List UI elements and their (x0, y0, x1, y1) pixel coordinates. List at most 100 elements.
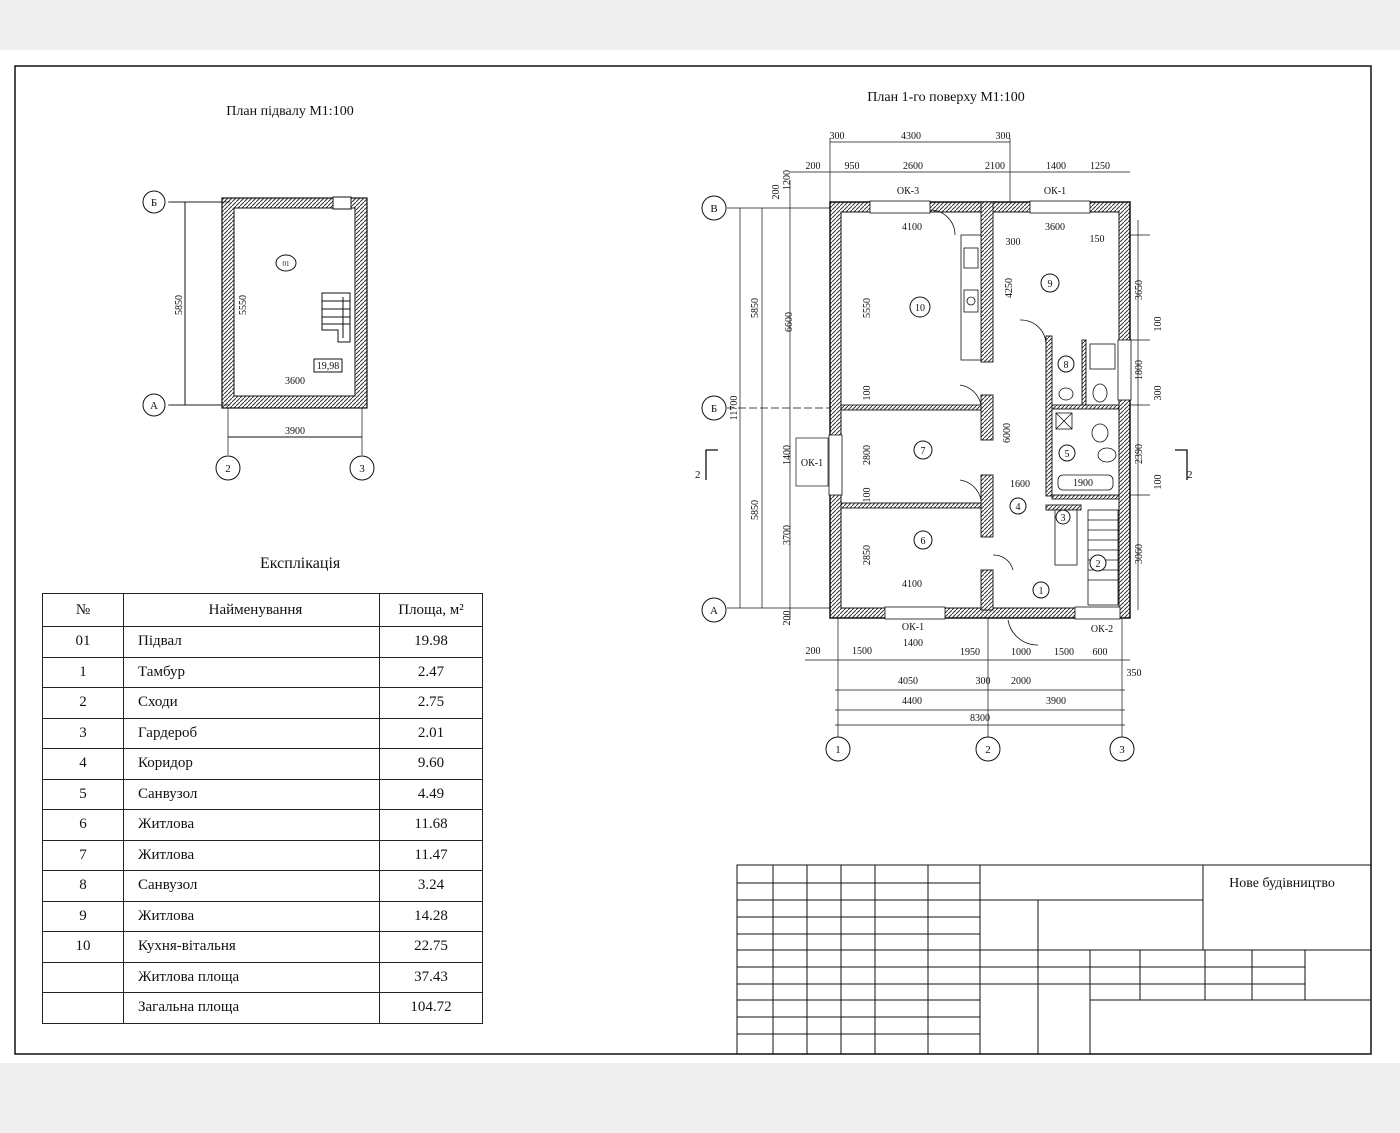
window-ok1-bottom: ОК-1 (902, 622, 924, 633)
dim-bottom2-3: 350 (1127, 668, 1142, 679)
row-area: 11.68 (379, 809, 483, 841)
basement-room-no: 01 (283, 260, 291, 268)
explication-title: Експлікація (260, 555, 341, 572)
row-area: 104.72 (379, 992, 483, 1024)
title-block (736, 864, 1372, 1055)
dim-bottom3-1: 3900 (1046, 696, 1066, 707)
dim-top2-2: 2600 (903, 161, 923, 172)
window-ok1-top: ОК-1 (1044, 186, 1066, 197)
room-no-7: 7 (921, 446, 926, 457)
window-ok2: ОК-2 (1091, 624, 1113, 635)
header-area: Площа, м² (379, 593, 483, 627)
header-number: № (42, 593, 124, 627)
row-name: Загальна площа (123, 992, 380, 1024)
row-area: 3.24 (379, 870, 483, 902)
row-name: Санвузол (123, 778, 380, 810)
room-no-2: 2 (1096, 559, 1101, 570)
dim-bottom1-0: 200 (806, 646, 821, 657)
row-name: Житлова (123, 839, 380, 871)
dim-left-1: 1200 (782, 170, 793, 190)
dim-inner-1: 3600 (1045, 222, 1065, 233)
first-floor-title: План 1-го поверху М1:100 (867, 90, 1024, 105)
first-floor-plan: 1 2 3 4 5 6 7 8 9 10 ОК-3 ОК-1 ОК-1 ОК-1… (695, 131, 1193, 762)
row-area: 2.01 (379, 717, 483, 749)
dim-left-2: 5850 (750, 298, 761, 318)
basement-dim-height-inner: 5550 (238, 295, 249, 315)
dim-inner-14: 1600 (1010, 479, 1030, 490)
dim-left-4: 11700 (729, 396, 740, 421)
dim-bottom2-2: 2000 (1011, 676, 1031, 687)
dim-bottom1-3: 1950 (960, 647, 980, 658)
dim-inner-2: 300 (1006, 237, 1021, 248)
axis-col-2: 2 (985, 744, 991, 756)
dim-left-8: 200 (782, 611, 793, 626)
dim-inner-0: 4100 (902, 222, 922, 233)
row-number: 1 (42, 656, 124, 688)
row-area: 37.43 (379, 961, 483, 993)
dim-inner-4: 5550 (862, 298, 873, 318)
row-name: Підвал (123, 626, 380, 658)
basement-dim-height-outer: 5850 (174, 295, 185, 315)
stamp-project: Нове будівництво (1229, 876, 1335, 891)
row-name: Житлова (123, 900, 380, 932)
row-number: 01 (42, 626, 124, 658)
axis-row-b: Б (711, 403, 717, 415)
row-name: Кухня-вітальня (123, 931, 380, 963)
window-ok1-left: ОК-1 (801, 458, 823, 469)
dim-bottom4-0: 8300 (970, 713, 990, 724)
dim-top2-5: 1250 (1090, 161, 1110, 172)
row-name: Санвузол (123, 870, 380, 902)
row-number: 6 (42, 809, 124, 841)
row-number (42, 961, 124, 993)
axis-row-a: А (710, 605, 718, 617)
dim-inner-12: 4100 (902, 579, 922, 590)
row-area: 19.98 (379, 626, 483, 658)
room-no-10: 10 (915, 303, 925, 314)
drawing-canvas: План підвалу М1:100 01 19,98 5850 5550 3… (14, 65, 1372, 1055)
row-name: Сходи (123, 687, 380, 719)
basement-axis-2: 2 (225, 463, 231, 475)
dim-left-6: 1400 (782, 445, 793, 465)
room-no-1: 1 (1039, 586, 1044, 597)
basement-area: 19,98 (317, 361, 340, 372)
row-area: 22.75 (379, 931, 483, 963)
row-number: 4 (42, 748, 124, 780)
dim-inner-17: 300 (1153, 386, 1164, 401)
axis-row-v: В (710, 203, 717, 215)
row-name: Гардероб (123, 717, 380, 749)
dim-bottom3-0: 4400 (902, 696, 922, 707)
dim-left-0: 200 (771, 185, 782, 200)
row-name: Тамбур (123, 656, 380, 688)
basement-dim-width-outer: 3900 (285, 426, 305, 437)
dim-inner-16: 1800 (1134, 360, 1145, 380)
dim-bottom1-6: 600 (1093, 647, 1108, 658)
basement-dim-width-inner: 3600 (285, 376, 305, 387)
row-area: 9.60 (379, 748, 483, 780)
dim-left-7: 3700 (782, 525, 793, 545)
dim-inner-6: 3650 (1134, 280, 1145, 300)
basement-axis-a: А (150, 400, 158, 412)
dim-inner-5: 4250 (1004, 278, 1015, 298)
row-number: 5 (42, 778, 124, 810)
dim-inner-7: 100 (1153, 317, 1164, 332)
section-mark-right: 2 (1187, 469, 1193, 481)
row-name: Житлова площа (123, 961, 380, 993)
basement-axis-b: Б (151, 197, 157, 209)
row-name: Коридор (123, 748, 380, 780)
row-area: 11.47 (379, 839, 483, 871)
dim-top2-1: 950 (845, 161, 860, 172)
dim-inner-19: 100 (1153, 475, 1164, 490)
dim-inner-11: 2850 (862, 545, 873, 565)
dim-inner-15: 1900 (1073, 478, 1093, 489)
dim-bottom2-1: 300 (976, 676, 991, 687)
